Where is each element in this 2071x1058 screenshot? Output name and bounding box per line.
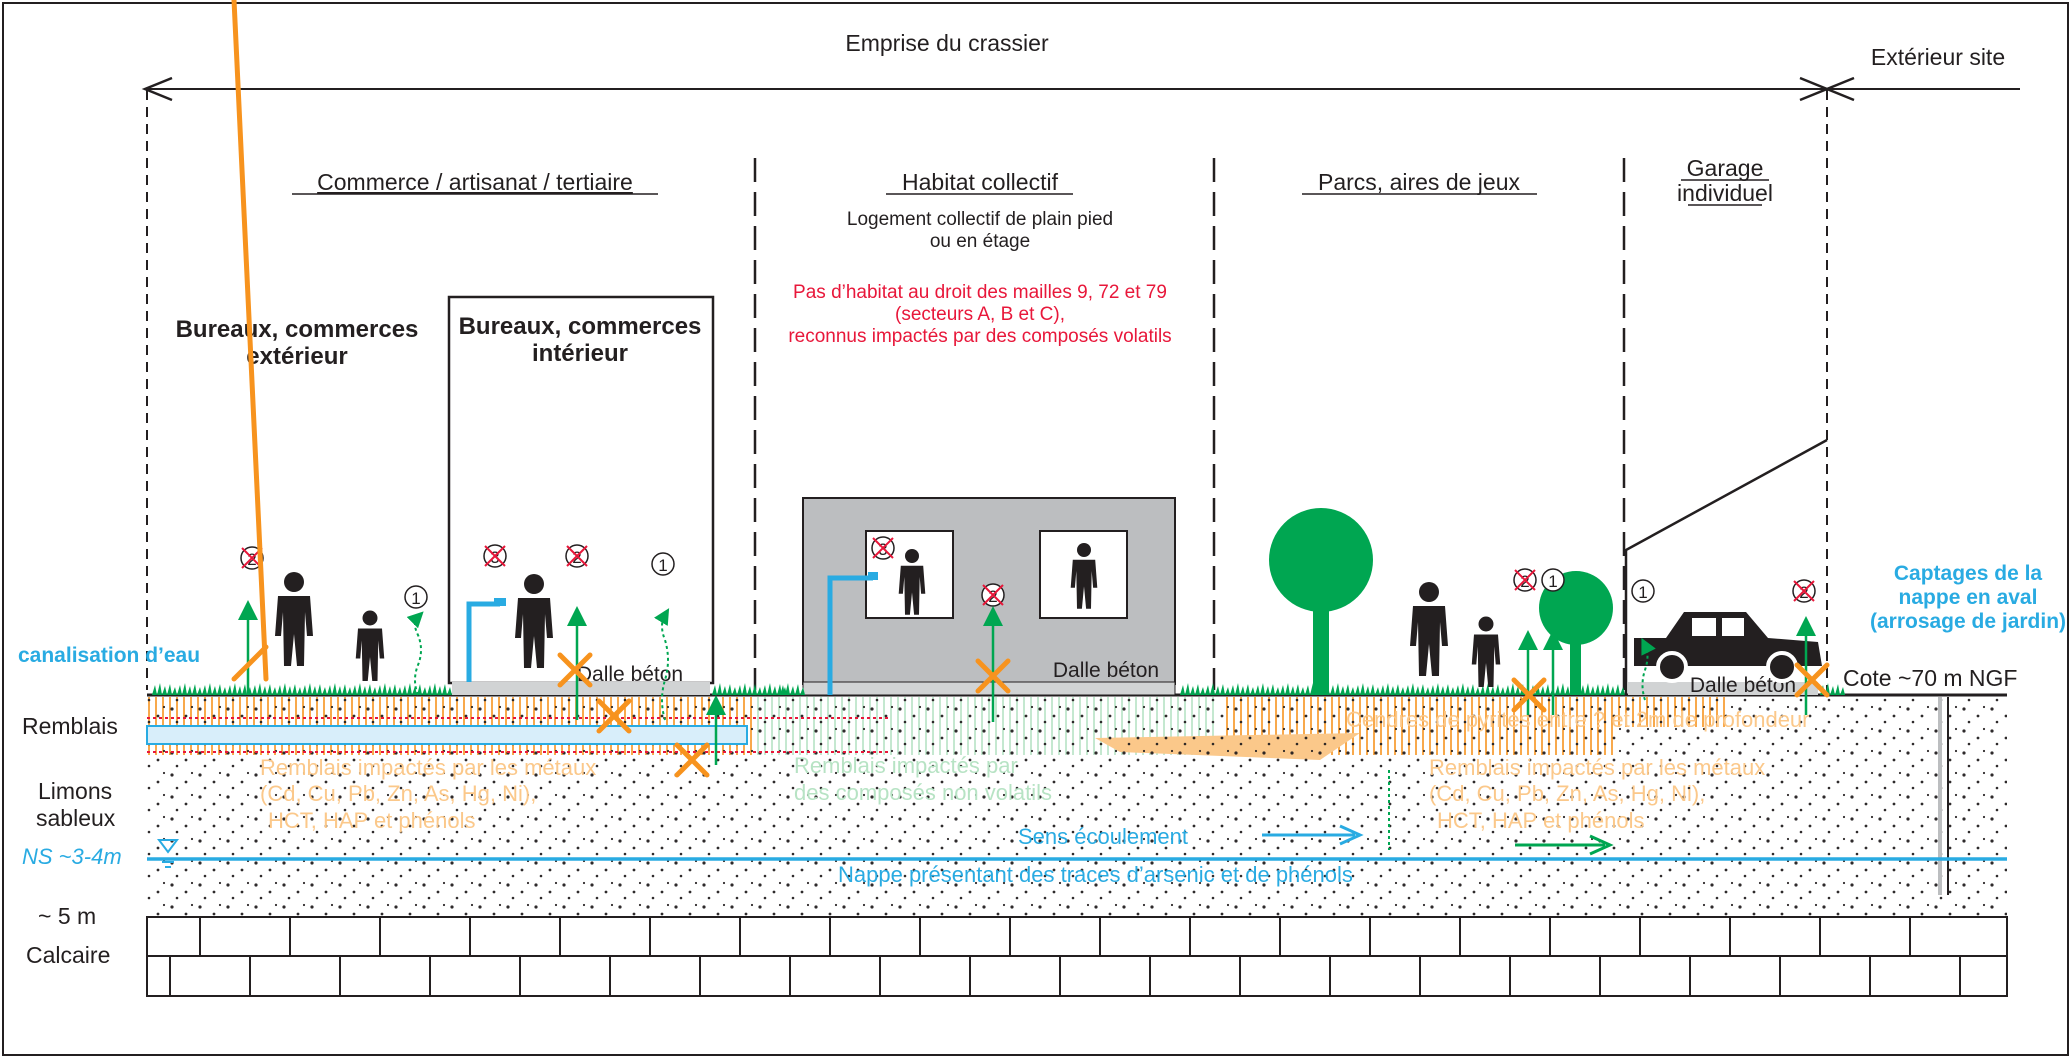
metaux-right-1: Remblais impactés par les métaux — [1429, 755, 1765, 780]
person-icon — [515, 574, 553, 668]
marker-3-crossed: 3 — [871, 536, 895, 560]
habitat-warning-3: reconnus impactés par des composés volat… — [788, 326, 1171, 347]
tap-icon — [827, 572, 878, 695]
tap-icon — [466, 598, 506, 682]
svg-text:2: 2 — [1799, 583, 1808, 602]
metaux-right-3: HCT, HAP et phénols — [1437, 808, 1644, 833]
svg-text:1: 1 — [411, 589, 420, 608]
metaux-left-3: HCT, HAP et phénols — [268, 808, 475, 833]
zone-title-garage-1: Garage — [1687, 155, 1764, 181]
zone-title-garage-2: individuel — [1677, 180, 1773, 206]
dalle-garage — [1628, 682, 1818, 695]
habitat-desc-1: Logement collectif de plain pied — [847, 209, 1113, 230]
garage-structure — [1624, 438, 1828, 695]
remblais-label: Remblais — [22, 713, 118, 739]
svg-text:1: 1 — [658, 556, 667, 575]
calcaire-layer — [146, 916, 2008, 997]
marker-2-crossed: 2 — [565, 544, 589, 568]
emprise-label: Emprise du crassier — [845, 30, 1049, 56]
ns-label: NS ~3-4m — [22, 844, 122, 869]
marker-3-crossed: 3 — [483, 544, 507, 568]
person-icon — [355, 610, 385, 681]
marker-1: 1 — [1541, 568, 1565, 592]
non-volatils-1: Remblais impactés par — [794, 753, 1018, 778]
zone-title-commerce: Commerce / artisanat / tertiaire — [317, 169, 633, 195]
pathway-arrow-icon — [238, 600, 1816, 765]
metaux-left-2: (Cd, Cu, Pb, Zn, As, Hg, Ni), — [260, 781, 536, 806]
person-icon — [1471, 616, 1501, 687]
dalle-label-commerce: Dalle béton — [577, 663, 683, 686]
limons-label-2: sableux — [36, 805, 116, 831]
person-icon — [1410, 582, 1448, 676]
habitat-warning-2: (secteurs A, B et C), — [895, 304, 1065, 325]
svg-text:1: 1 — [1638, 583, 1647, 602]
habitat-desc-2: ou en étage — [930, 231, 1030, 252]
captages-label-1: Captages de la — [1894, 562, 2043, 585]
svg-text:2: 2 — [572, 548, 581, 567]
left-arrowhead-icon — [141, 76, 173, 102]
cross-mark-icon — [231, 0, 1830, 778]
dalle-commerce — [452, 682, 710, 695]
cote-label: Cote ~70 m NGF — [1843, 665, 2017, 691]
marker-2-crossed: 2 — [1513, 568, 1537, 592]
captages-label-3: (arrosage de jardin) — [1870, 610, 2066, 633]
bureaux-interieur-2: intérieur — [532, 340, 628, 367]
habitat-warning-1: Pas d’habitat au droit des mailles 9, 72… — [793, 282, 1167, 303]
zone-title-parcs: Parcs, aires de jeux — [1318, 169, 1520, 195]
svg-text:2: 2 — [247, 550, 256, 569]
marker-2-crossed: 2 — [981, 583, 1005, 607]
limons-label-1: Limons — [38, 778, 112, 804]
flow-arrow-icon — [1262, 824, 1364, 846]
marker-1: 1 — [1631, 579, 1655, 603]
svg-text:1: 1 — [1548, 572, 1557, 591]
calcaire-label: Calcaire — [26, 942, 110, 968]
svg-text:3: 3 — [490, 548, 499, 567]
sens-ecoulement-label: Sens écoulement — [1018, 824, 1188, 849]
exterieur-label: Extérieur site — [1871, 44, 2005, 70]
pathway-arrow-icon — [406, 608, 1656, 850]
svg-text:2: 2 — [988, 587, 997, 606]
captages-label-2: nappe en aval — [1899, 586, 2038, 609]
car-icon — [1634, 612, 1822, 683]
flow-arrow-icon — [1515, 834, 1614, 856]
marker-2-crossed: 2 — [1792, 579, 1816, 603]
zone-title-habitat: Habitat collectif — [902, 169, 1059, 195]
person-icon — [275, 572, 313, 666]
tree-icon — [1269, 508, 1373, 695]
canalisation-label: canalisation d’eau — [18, 644, 200, 667]
water-pipe — [146, 725, 748, 745]
marker-1: 1 — [651, 552, 675, 576]
nappe-label: Nappe présentant des traces d’arsenic et… — [838, 862, 1353, 887]
dalle-label-garage: Dalle béton — [1690, 674, 1796, 697]
bureaux-exterieur-1: Bureaux, commerces — [176, 316, 419, 343]
svg-text:3: 3 — [878, 540, 887, 559]
metaux-left-1: Remblais impactés par les métaux — [260, 755, 596, 780]
cendres-label: Cendres de pyrites entre ? et 2m de prof… — [1346, 707, 1810, 732]
dalle-habitat — [802, 681, 1176, 696]
marker-1: 1 — [404, 585, 428, 609]
exterieur-arrowhead-icon — [1823, 76, 1855, 102]
bureaux-exterieur-2: extérieur — [246, 343, 347, 370]
bureaux-interieur-1: Bureaux, commerces — [459, 313, 702, 340]
groundwater-level-icon — [157, 839, 179, 868]
dalle-label-habitat: Dalle béton — [1053, 659, 1159, 682]
metaux-right-2: (Cd, Cu, Pb, Zn, As, Hg, Ni), — [1429, 781, 1705, 806]
five-m-label: ~ 5 m — [38, 903, 96, 929]
svg-text:2: 2 — [1520, 572, 1529, 591]
non-volatils-2: des composés non volatils — [794, 780, 1052, 805]
